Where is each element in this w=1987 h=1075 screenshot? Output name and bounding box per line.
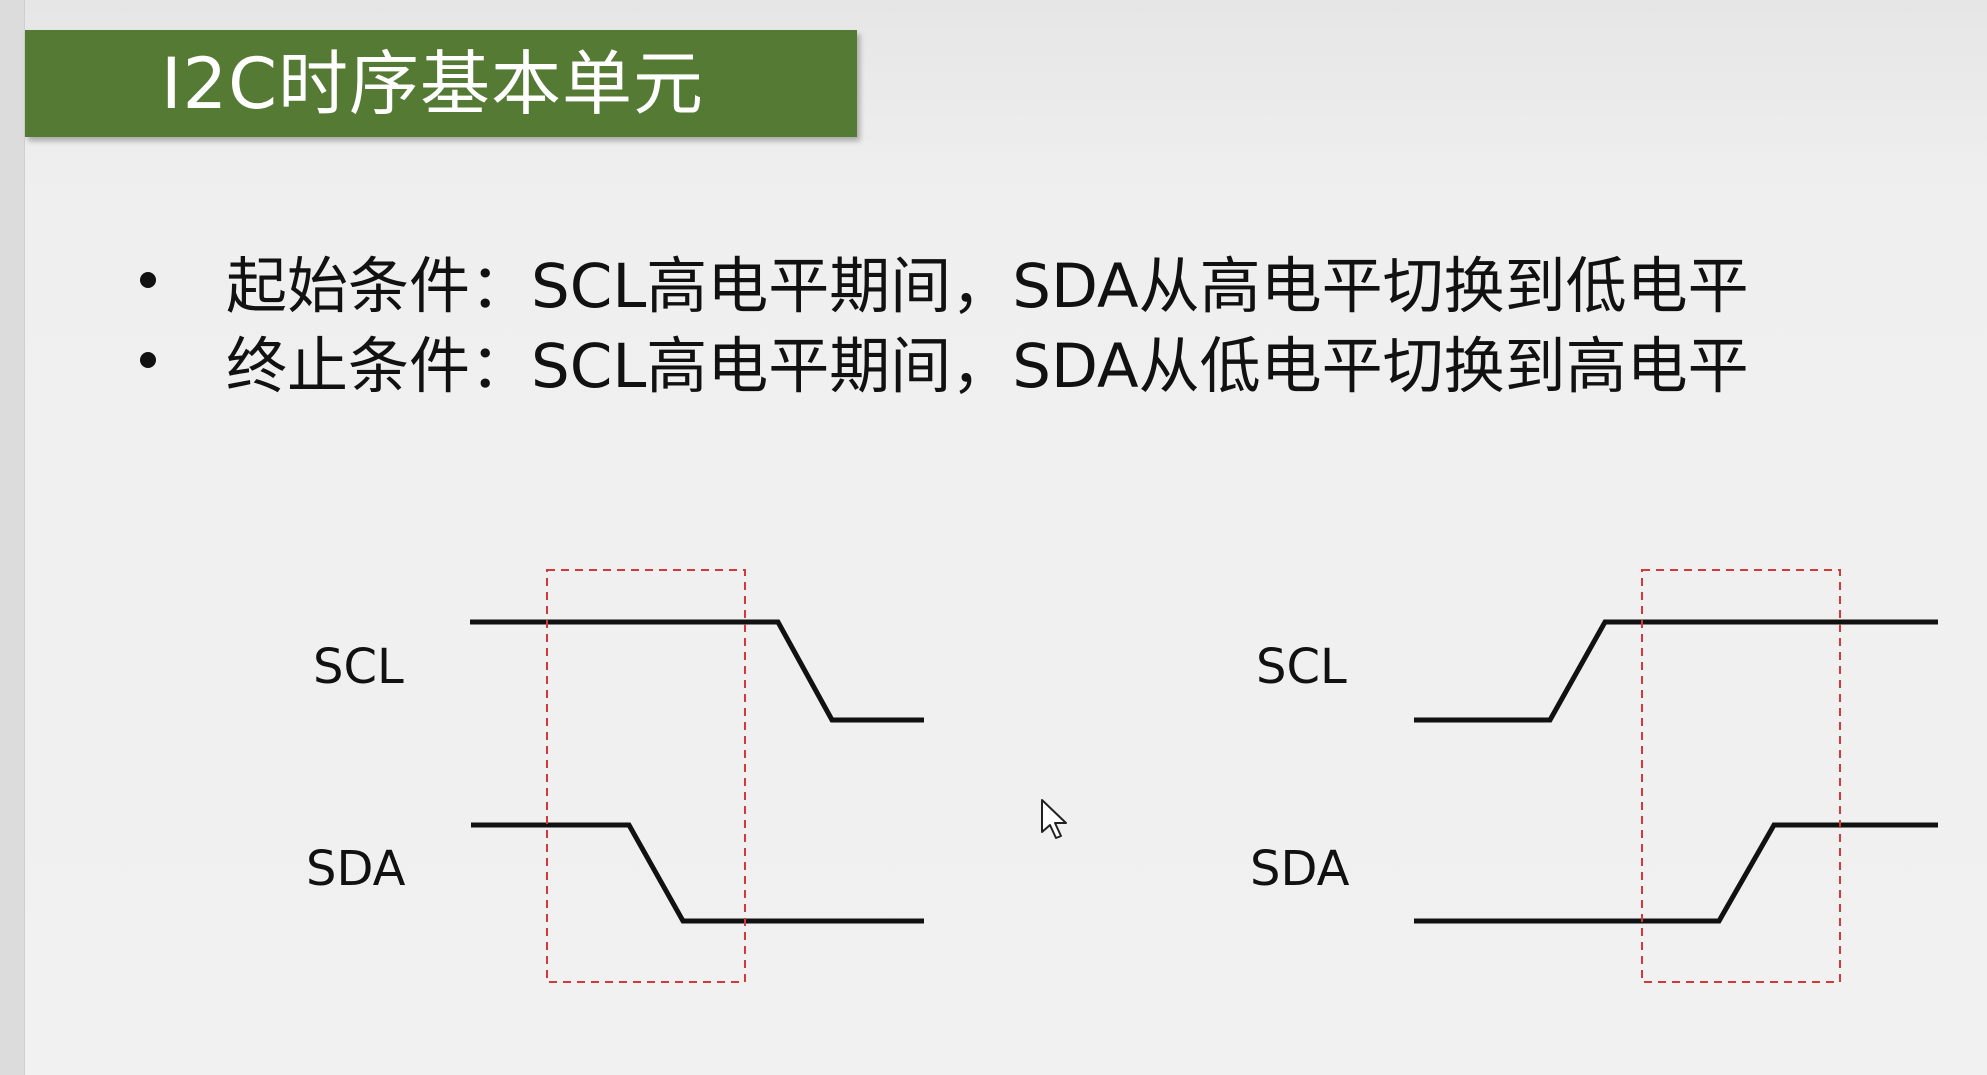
- title-bar: I2C时序基本单元: [25, 30, 857, 137]
- start-sda-label: SDA: [306, 841, 406, 897]
- mouse-cursor-icon: [1041, 799, 1067, 839]
- slide-left-edge: [0, 0, 25, 1075]
- bullet-icon: [140, 272, 156, 288]
- bullet-item-start-condition: 起始条件：SCL高电平期间，SDA从高电平切换到低电平: [140, 240, 1940, 322]
- bullet-text-stop-condition: 终止条件：SCL高电平期间，SDA从低电平切换到高电平: [226, 330, 1749, 402]
- stop-scl-label: SCL: [1256, 639, 1347, 695]
- bullet-text-start-condition: 起始条件：SCL高电平期间，SDA从高电平切换到低电平: [226, 250, 1749, 322]
- stop-sda-waveform: [1414, 822, 1938, 924]
- bullet-list: 起始条件：SCL高电平期间，SDA从高电平切换到低电平 终止条件：SCL高电平期…: [140, 240, 1940, 402]
- stop-condition-panel: SCL SDA: [1250, 569, 1938, 983]
- stop-highlight-box: [1641, 569, 1841, 983]
- bullet-item-stop-condition: 终止条件：SCL高电平期间，SDA从低电平切换到高电平: [140, 320, 1940, 402]
- start-condition-panel: SCL SDA: [306, 569, 924, 983]
- stop-scl-waveform: [1414, 619, 1938, 723]
- stop-sda-label: SDA: [1250, 841, 1350, 897]
- bullet-icon: [140, 352, 156, 368]
- slide-title: I2C时序基本单元: [161, 42, 705, 125]
- start-highlight-box: [546, 569, 746, 983]
- start-scl-label: SCL: [313, 639, 404, 695]
- start-sda-waveform: [471, 822, 924, 924]
- start-scl-waveform: [470, 619, 924, 723]
